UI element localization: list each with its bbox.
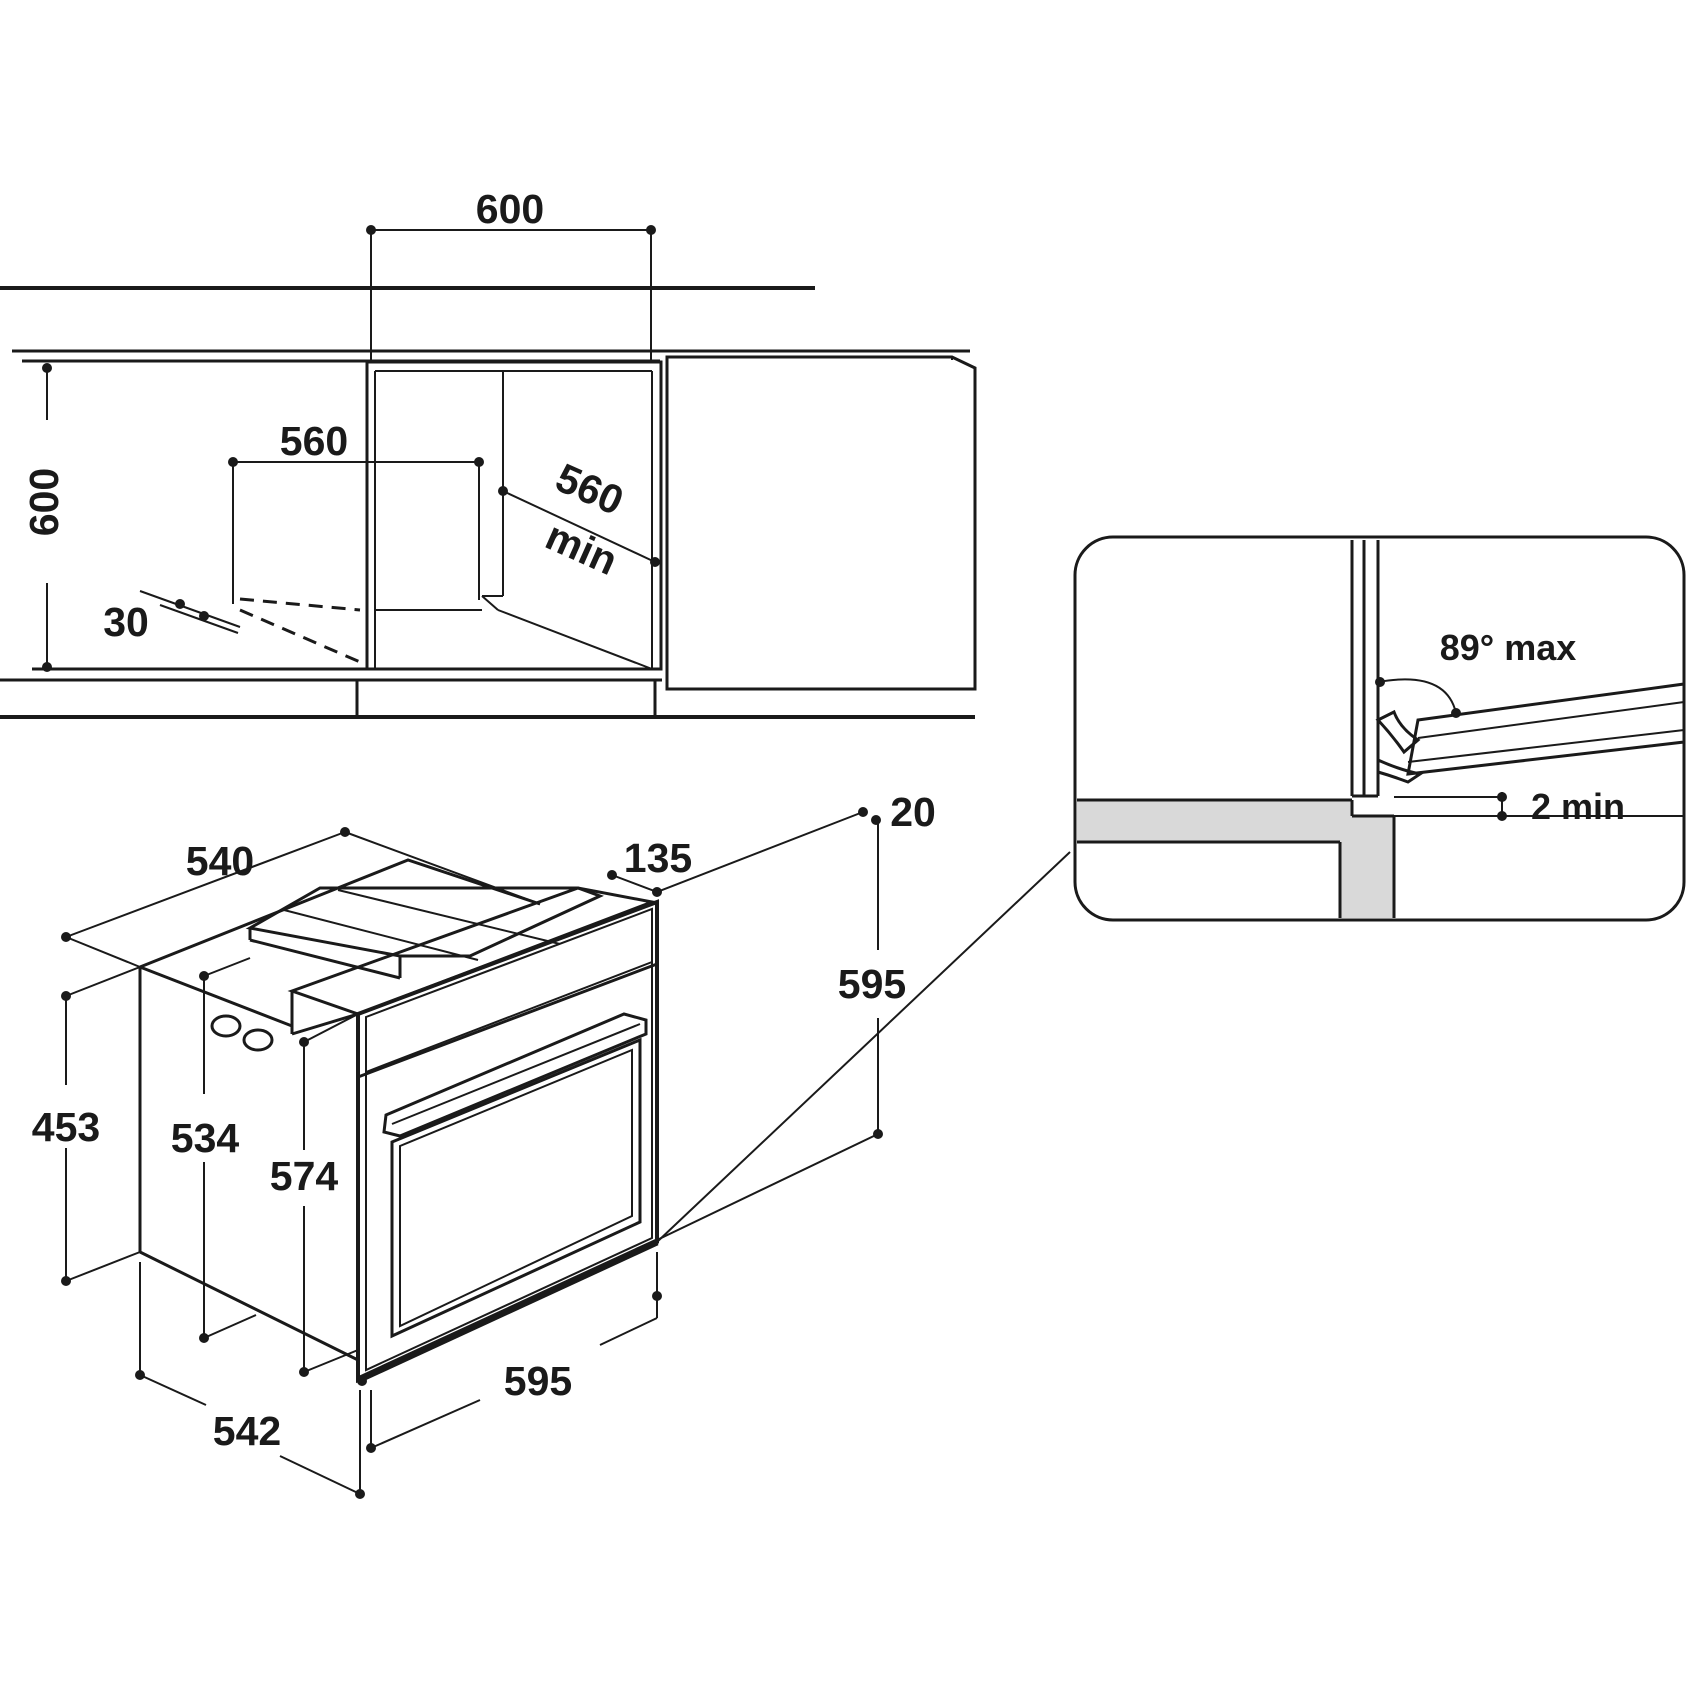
front-height-label: 595	[838, 961, 906, 1007]
front-panel-depth-label: 135	[624, 835, 692, 881]
cabinet-height-label: 600	[21, 468, 67, 536]
oven-view: 540 135 20 595 453 534	[32, 789, 1071, 1499]
cabinet-width-label: 600	[476, 186, 544, 232]
front-width-label: 595	[504, 1358, 572, 1404]
body-height-label: 534	[171, 1115, 240, 1161]
front-thickness-label: 20	[890, 789, 936, 835]
hinge-detail-inset: 89° max 2 min	[1073, 535, 1686, 922]
hinge-angle-label: 89° max	[1440, 627, 1577, 668]
vent-gap-label: 30	[103, 599, 149, 645]
oven-depth-top-label: 540	[186, 838, 254, 884]
gap-label: 2 min	[1531, 786, 1625, 827]
depth-bottom-label: 542	[213, 1408, 281, 1454]
frame-height-label: 574	[270, 1153, 339, 1199]
niche-width-label: 560	[280, 418, 348, 464]
side-height-label: 453	[32, 1104, 100, 1150]
cabinet-view: 600 600 560 560 min 30	[0, 186, 977, 719]
